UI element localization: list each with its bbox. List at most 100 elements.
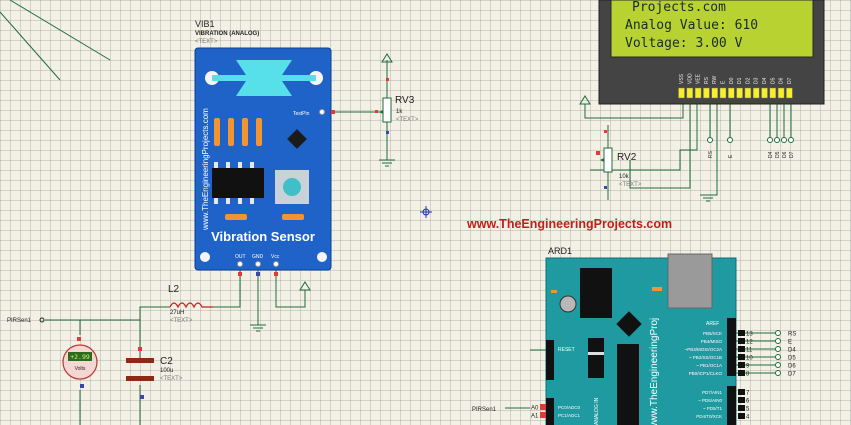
arduino-pin-number: 7 xyxy=(746,391,750,397)
regulator-icon xyxy=(588,338,604,378)
power-arrow-rv3 xyxy=(381,53,393,63)
lcd-pin-label: E xyxy=(721,80,727,84)
website-banner[interactable]: www.TheEngineeringProjects.com xyxy=(466,217,672,231)
c2-text-placeholder: <TEXT> xyxy=(160,376,183,382)
arduino-pin-number: 11 xyxy=(746,348,753,354)
l2-inductor[interactable]: L2 27uH <TEXT> xyxy=(168,284,213,324)
vib-website-vertical: www.TheEngineeringProjects.com xyxy=(201,108,210,231)
arduino-analog-pin-number: A1 xyxy=(531,414,539,420)
arduino-pin[interactable] xyxy=(738,413,745,419)
lcd-pin-label: D0 xyxy=(729,77,735,84)
c2-ref-label: C2 xyxy=(160,356,173,367)
arduino-pin-function: PB5/SCK xyxy=(703,331,722,336)
arduino-net-label: E xyxy=(788,340,792,346)
arduino-pin[interactable] xyxy=(738,370,745,376)
voltmeter[interactable]: +2.99 Volts xyxy=(62,337,98,388)
c2-capacitor[interactable]: C2 100u <TEXT> xyxy=(126,347,183,399)
lcd-pin-label: D7 xyxy=(787,77,793,84)
lcd-pin[interactable] xyxy=(786,87,793,99)
lcd-pin-label: D2 xyxy=(745,77,751,84)
led-icon xyxy=(287,129,307,149)
lcd-pin-label: D4 xyxy=(762,77,768,84)
lcd-pin-label: D1 xyxy=(737,77,743,84)
arduino-net-terminal-icon xyxy=(775,370,781,376)
arduino-pin[interactable] xyxy=(738,354,745,360)
arduino-analog-pin-function: PC1/ADC1 xyxy=(558,413,581,418)
arduino-pin[interactable] xyxy=(738,338,745,344)
atmega-chip-icon xyxy=(617,344,639,425)
reset-button-icon[interactable] xyxy=(559,295,577,313)
lcd-pin[interactable] xyxy=(744,87,752,99)
lcd-line-3: Voltage: 3.00 V xyxy=(625,36,743,51)
mount-hole-icon xyxy=(200,252,210,262)
arduino-pin-number: 4 xyxy=(746,415,750,421)
l2-ref-label: L2 xyxy=(168,284,180,295)
arduino-pin-function: PB4/MISO xyxy=(701,339,723,344)
lcd-pin[interactable] xyxy=(719,87,727,99)
smd-resistor-icon xyxy=(225,214,247,220)
lcd-line-1: Projects.com xyxy=(632,0,726,15)
arduino-website-vertical: www.TheEngineeringProj xyxy=(649,318,660,425)
rv2-value-label: 10k xyxy=(619,174,630,180)
voltmeter-reading: +2.99 xyxy=(70,353,90,361)
arduino-net-terminal-icon xyxy=(775,338,781,344)
arduino-pin[interactable] xyxy=(738,346,745,352)
arduino-pin-function: ~ PD5/T1 xyxy=(703,406,723,411)
potentiometer-icon xyxy=(275,170,309,204)
cursor-crosshair-icon xyxy=(420,206,432,218)
power-arrow-lcd xyxy=(579,95,591,105)
arduino-pin[interactable] xyxy=(738,330,745,336)
rv3-text-placeholder: <TEXT> xyxy=(396,117,419,123)
lcd-pin[interactable] xyxy=(761,87,768,99)
arduino-analog-label: ANALOG IN xyxy=(594,397,600,425)
lcd-pin[interactable] xyxy=(769,87,777,99)
voltmeter-unit: Volts xyxy=(75,366,86,372)
mount-hole-icon xyxy=(317,252,327,262)
ground-symbol-lcd xyxy=(700,194,716,202)
vib-text-placeholder: <TEXT> xyxy=(195,39,218,45)
arduino-reset-label: RESET xyxy=(558,347,575,353)
vib-pin-vcc[interactable] xyxy=(273,261,279,267)
lcd-pin-label: VEE xyxy=(696,73,702,84)
lcd-pin[interactable] xyxy=(736,87,743,99)
lcd-pin[interactable] xyxy=(678,87,685,99)
net-terminal-icon xyxy=(39,317,45,323)
arduino-pin[interactable] xyxy=(738,397,745,403)
lcd-display[interactable]: Projects.com Analog Value: 610 Voltage: … xyxy=(598,0,825,105)
lcd-net-label: E xyxy=(728,154,734,158)
arduino-pin[interactable] xyxy=(738,362,745,368)
arduino-pin-number: 12 xyxy=(746,340,753,346)
lcd-pin[interactable] xyxy=(752,87,760,99)
lcd-pin[interactable] xyxy=(703,87,710,99)
vib-pin-out-label: OUT xyxy=(235,254,246,260)
vib-ref-label: VIB1 xyxy=(195,19,215,29)
lcd-pin[interactable] xyxy=(777,87,785,99)
vib-pin-gnd[interactable] xyxy=(255,261,261,267)
arduino-pin-number: 6 xyxy=(746,399,750,405)
rv2-potentiometer[interactable]: RV2 10k <TEXT> xyxy=(596,130,642,189)
lcd-pin[interactable] xyxy=(686,87,694,99)
lcd-pin-label: RW xyxy=(712,75,718,84)
rv3-potentiometer[interactable]: RV3 1k <TEXT> xyxy=(375,78,419,134)
arduino-net-label: D5 xyxy=(788,356,796,362)
arduino-board[interactable]: www.TheEngineeringProj AREF RESET ANALOG… xyxy=(531,253,796,425)
arduino-pin-function: ~PB3/MOSI/OC2A xyxy=(685,347,722,352)
ground-symbol-rv3 xyxy=(379,159,395,167)
arduino-pin[interactable] xyxy=(738,389,745,395)
l2-value-label: 27uH xyxy=(170,310,184,316)
arduino-analog-pin[interactable] xyxy=(540,412,546,418)
lcd-pin[interactable] xyxy=(694,87,702,99)
lcd-pin[interactable] xyxy=(711,87,718,99)
arduino-net-terminal-icon xyxy=(775,330,781,336)
arduino-ref-label: ARD1 xyxy=(548,246,572,256)
arduino-analog-pin[interactable] xyxy=(540,404,546,410)
vib-pin-out[interactable] xyxy=(237,261,243,267)
vibration-sensor-component[interactable]: VIB1 VIBRATION (ANALOG) <TEXT> xyxy=(194,19,332,271)
vib-pin-test[interactable] xyxy=(319,109,325,115)
arduino-pin[interactable] xyxy=(738,405,745,411)
lcd-pin[interactable] xyxy=(728,87,735,99)
arduino-pin-function: PD4/T0/XCK xyxy=(696,414,722,419)
